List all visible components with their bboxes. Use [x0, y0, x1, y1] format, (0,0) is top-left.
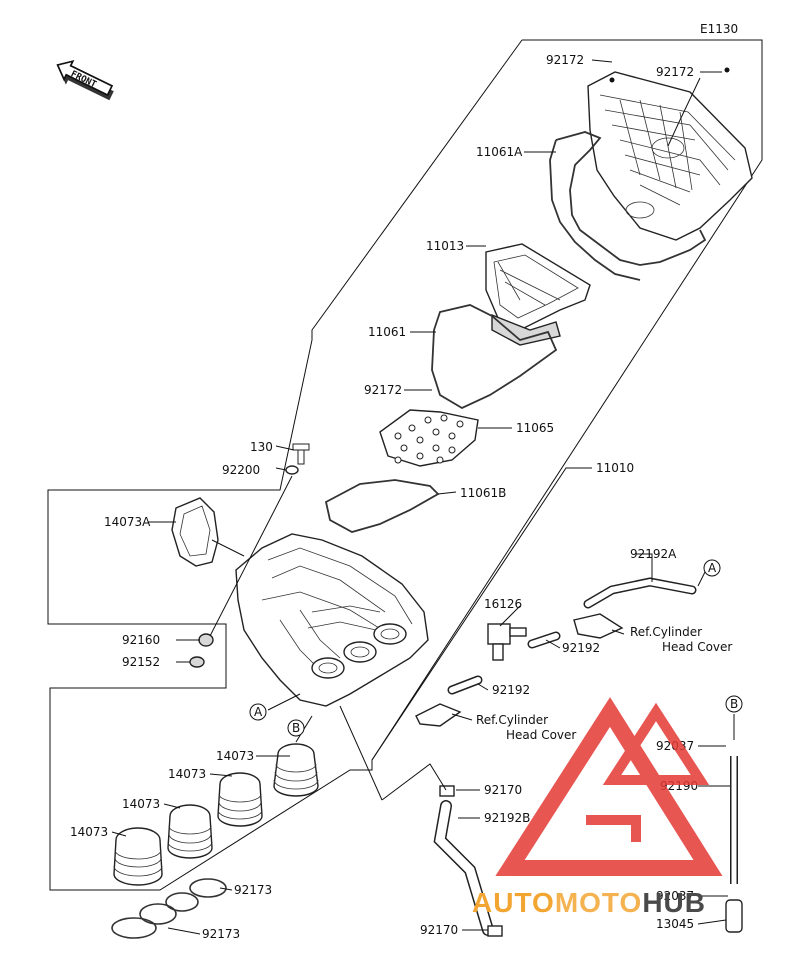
watermark-hub: HUB — [642, 887, 706, 918]
svg-text:A: A — [708, 561, 717, 575]
label-92173-upper: 92173 — [234, 883, 272, 897]
grommet-92160 — [198, 633, 214, 647]
label-11061A: 11061A — [476, 145, 523, 159]
label-11061B: 11061B — [460, 486, 506, 500]
label-14073A: 14073A — [104, 515, 151, 529]
label-13045: 13045 — [656, 917, 694, 931]
label-14073-third: 14073 — [122, 797, 160, 811]
marker-A-upper: A — [703, 559, 721, 577]
label-92200: 92200 — [222, 463, 260, 477]
cover-nipple-b — [415, 703, 462, 727]
marker-A-lower: A — [249, 703, 267, 721]
ref-note-1-line1: Ref.Cylinder — [630, 625, 702, 639]
watermark-logo-icon — [495, 697, 723, 876]
ref-note-1-line2: Head Cover — [662, 640, 732, 654]
marker-B-lower: B — [725, 695, 743, 713]
plug-13045 — [725, 899, 743, 933]
diagram-code: E1130 — [700, 22, 738, 36]
label-14073-first: 14073 — [216, 749, 254, 763]
gasket-11061A — [549, 131, 707, 281]
label-92192-upper: 92192 — [562, 641, 600, 655]
svg-text:B: B — [730, 697, 738, 711]
label-92037-bottom: 92037 — [656, 889, 694, 903]
watermark-auto: AUTO — [472, 887, 555, 918]
bracket-14073A — [171, 497, 219, 567]
label-92172-top-right: 92172 — [656, 65, 694, 79]
washer-92200 — [285, 465, 299, 475]
label-92160: 92160 — [122, 633, 160, 647]
label-11065: 11065 — [516, 421, 554, 435]
svg-text:A: A — [254, 705, 263, 719]
label-11013: 11013 — [426, 239, 464, 253]
label-92172-mid: 92172 — [364, 383, 402, 397]
marker-B-upper: B — [287, 719, 305, 737]
cover-nipple-a — [573, 613, 624, 639]
label-92172-top-left: 92172 — [546, 53, 584, 67]
label-16126: 16126 — [484, 597, 522, 611]
leader-lines — [111, 59, 735, 935]
label-92152: 92152 — [122, 655, 160, 669]
valve-16126 — [487, 623, 527, 661]
label-92170-bottom: 92170 — [420, 923, 458, 937]
air-filter-element — [485, 243, 591, 346]
label-92192-lower: 92192 — [492, 683, 530, 697]
svg-text:B: B — [292, 721, 300, 735]
air-cleaner-cover — [587, 67, 753, 241]
intake-funnels — [113, 743, 319, 886]
watermark-moto: MOTO — [555, 887, 642, 918]
label-130: 130 — [250, 440, 273, 454]
ref-note-2-line2: Head Cover — [506, 728, 576, 742]
plate-11065 — [379, 409, 479, 467]
collar-92152 — [189, 656, 205, 668]
label-92192A: 92192A — [630, 547, 677, 561]
air-cleaner-housing — [235, 533, 429, 707]
label-92170-top: 92170 — [484, 783, 522, 797]
label-11010: 11010 — [596, 461, 634, 475]
gasket-11061 — [431, 304, 558, 410]
clamps-92173 — [111, 878, 227, 939]
label-92173-lower: 92173 — [202, 927, 240, 941]
hose-92192 — [447, 631, 561, 695]
ref-note-2-line1: Ref.Cylinder — [476, 713, 548, 727]
bolt-130 — [292, 443, 310, 465]
label-92192B: 92192B — [484, 811, 530, 825]
clip-92170-bottom — [487, 925, 503, 937]
clip-92170-top — [439, 785, 455, 797]
label-11061: 11061 — [368, 325, 406, 339]
gasket-11061B — [324, 479, 440, 533]
front-arrow-icon: FRONT — [56, 60, 114, 101]
group-frame-outline — [47, 39, 763, 891]
label-14073-second: 14073 — [168, 767, 206, 781]
label-14073-fourth: 14073 — [70, 825, 108, 839]
watermark-text: AUTOMOTOHUB — [472, 887, 706, 918]
